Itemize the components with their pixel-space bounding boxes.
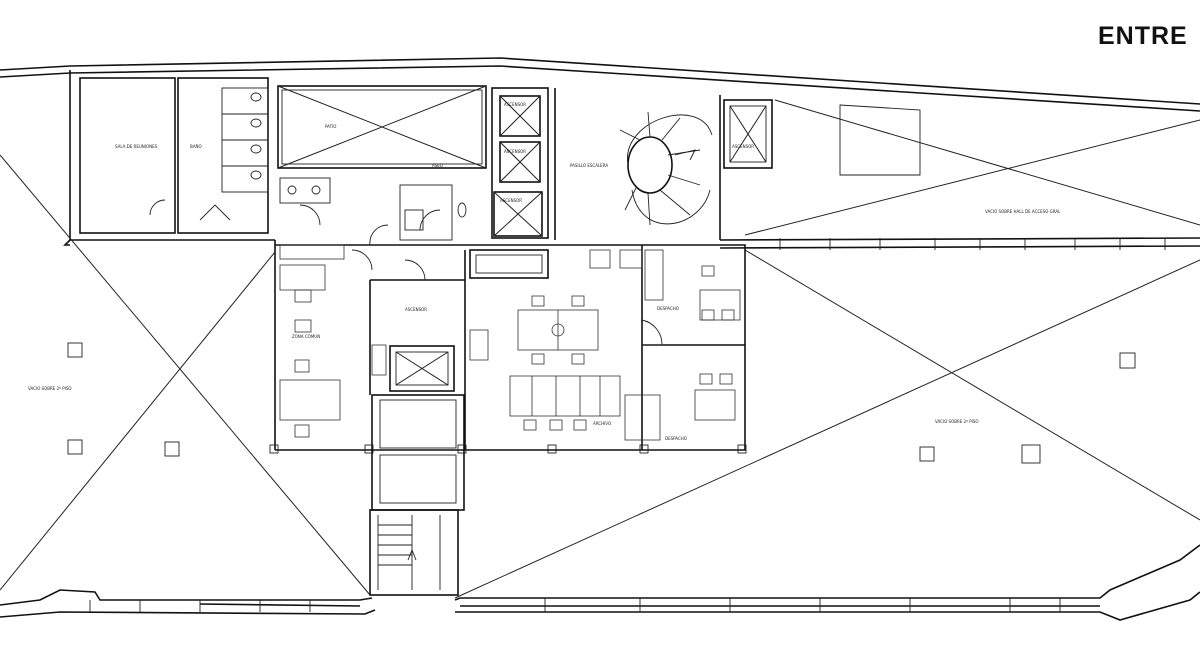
void-hall <box>744 99 1200 236</box>
corridor-wall <box>554 88 1200 250</box>
void-left <box>0 154 371 596</box>
label-vacio-left: VACIO SOBRE 2º PISO <box>28 386 72 391</box>
label-ascensor-1: ASCENSOR <box>504 102 526 107</box>
columns <box>269 444 747 454</box>
office-block <box>275 184 746 451</box>
void-right <box>454 249 1200 599</box>
label-vacio-right: VACIO SOBRE 2º PISO <box>935 419 979 424</box>
furniture <box>279 244 741 441</box>
top-left-rooms <box>79 77 331 234</box>
room-labels: SALA DE REUNIONES BAÑO PATIO ASEO ASCENS… <box>28 102 1061 441</box>
exterior-walls <box>0 57 1200 621</box>
label-pasillo: PASILLO ESCALERA <box>570 163 608 168</box>
label-patio: PATIO <box>325 124 336 129</box>
label-zona-comun: ZONA COMÚN <box>292 334 320 339</box>
patio <box>277 85 487 169</box>
lift-core <box>369 345 465 596</box>
label-vacio-hall: VACIO SOBRE HALL DE ACCESO GRAL <box>985 209 1061 214</box>
label-despacho-2: DESPACHO <box>665 436 687 441</box>
label-aseo: ASEO <box>432 163 443 168</box>
label-sala-reuniones: SALA DE REUNIONES <box>115 144 158 149</box>
label-despacho-1: DESPACHO <box>657 306 679 311</box>
label-ascensor-5: ASCENSOR <box>405 307 427 312</box>
label-ascensor-2: ASCENSOR <box>504 149 526 154</box>
spiral-stair <box>619 111 713 226</box>
label-ascensor-3: ASCENSOR <box>500 198 522 203</box>
label-bano: BAÑO <box>190 144 202 149</box>
label-ascensor-4: ASCENSOR <box>732 144 754 149</box>
drawing-title: ENTRE <box>1098 22 1188 50</box>
label-archivo: ARCHIVO <box>593 421 611 426</box>
lift-shafts <box>491 87 773 239</box>
